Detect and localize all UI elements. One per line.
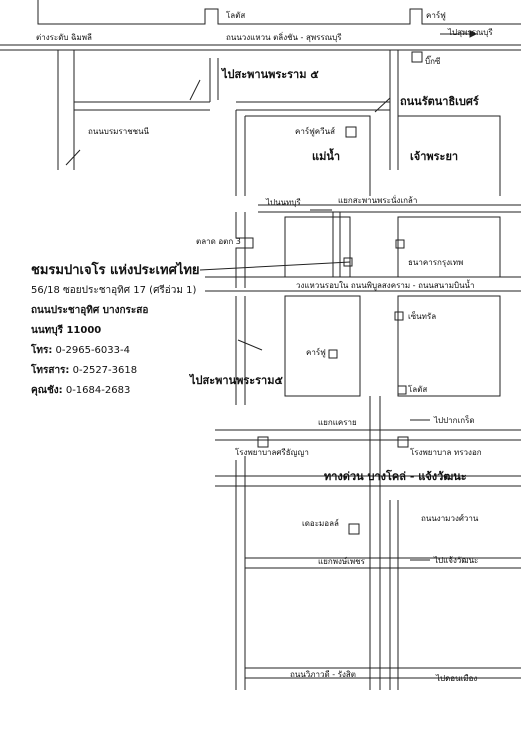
landmark-box bbox=[328, 349, 338, 359]
landmark-box bbox=[397, 436, 409, 448]
label-ratchathibet: ถนนรัตนาธิเบศร์ bbox=[400, 95, 479, 108]
label-phong-phet: แยกพงษ์เพชร bbox=[318, 557, 365, 566]
arrow bbox=[237, 339, 263, 351]
label-to-rama5-top: ไปสะพานพระราม ๕ bbox=[222, 68, 319, 81]
label-maenam: แม่น้ำ bbox=[312, 150, 341, 163]
label-phra-nang-klao: แยกสะพานพระนั่งเกล้า bbox=[338, 196, 418, 205]
contact-label: คุณชัง: bbox=[31, 385, 63, 396]
label-chaophraya: เจ้าพระยา bbox=[410, 150, 459, 163]
label-lotus-mid: โลตัส bbox=[408, 385, 428, 394]
landmark-box bbox=[394, 311, 404, 321]
landmark-box bbox=[348, 523, 360, 535]
landmark-box bbox=[345, 126, 357, 138]
block-rect bbox=[397, 216, 501, 278]
club-info: ชมรมปาเจโร แห่งประเทศไทย 56/18 ซอยประชาอ… bbox=[31, 261, 200, 401]
label-to-pak-kret: ไปปากเกร็ด bbox=[434, 416, 475, 425]
address-line-3: นนทบุรี 11000 bbox=[31, 325, 102, 336]
label-central: เซ็นทรัล bbox=[408, 312, 437, 321]
label-expressway: ทางด่วน บางโคล่ - แจ้งวัฒนะ bbox=[324, 470, 467, 483]
arrowhead bbox=[469, 30, 478, 38]
label-ngam-wong-wan: ถนนงามวงศ์วาน bbox=[421, 514, 479, 523]
label-carrefour-queen: คาร์ฟูควีนส์ bbox=[295, 127, 335, 136]
arrow bbox=[65, 149, 81, 166]
fax-value: 0-2527-3618 bbox=[72, 365, 138, 376]
arrow bbox=[374, 97, 391, 113]
label-to-don-mueang: ไปดอนเมือง bbox=[436, 674, 478, 683]
landmark-box bbox=[395, 239, 405, 249]
label-vibhavadi: ถนนวิภาวดี - รังสิต bbox=[290, 670, 356, 679]
address-line-1: 56/18 ซอยประชาอุทิศ 17 (ศรีอ่วม 1) bbox=[31, 285, 197, 296]
label-carrefour-mid: คาร์ฟู bbox=[306, 348, 326, 357]
label-khae-rai: แยกแคราย bbox=[318, 418, 357, 427]
road-line bbox=[398, 115, 501, 196]
label-chest-hospital: โรงพยาบาล ทรวงอก bbox=[410, 448, 482, 457]
block-rect bbox=[284, 295, 361, 397]
label-to-chaeng-watthana: ไปแจ้งวัฒนะ bbox=[434, 556, 479, 565]
label-to-suphanburi: ไปสุพรรณบุรี bbox=[448, 28, 493, 37]
road-line bbox=[37, 0, 521, 25]
address-line-2: ถนนประชาอุทิศ บางกระสอ bbox=[31, 305, 149, 316]
block-rect bbox=[397, 295, 501, 397]
label-sri-thanya: โรงพยาบาลศรีธัญญา bbox=[235, 448, 309, 457]
tel-value: 0-2965-6033-4 bbox=[55, 345, 130, 356]
arrow bbox=[189, 79, 201, 101]
landmark-box bbox=[397, 385, 407, 395]
label-carrefour-top: คาร์ฟู bbox=[426, 11, 446, 20]
label-borommaratchachonnani: ถนนบรมราชชนนี bbox=[88, 127, 150, 136]
label-to-rama5: ไปสะพานพระราม๕ bbox=[190, 374, 283, 387]
label-to-nonthaburi: ไปนนทบุรี bbox=[266, 198, 301, 207]
label-chimpli: ต่างระดับ ฉิมพลี bbox=[36, 33, 92, 42]
road-line bbox=[235, 212, 254, 288]
tel-label: โทร: bbox=[31, 345, 53, 356]
label-lotus-top: โลตัส bbox=[226, 11, 246, 20]
arrow bbox=[199, 261, 351, 271]
label-big-c: บิ๊กซี bbox=[425, 57, 441, 66]
contact-value: 0-1684-2683 bbox=[65, 385, 131, 396]
label-market: ตลาด อตก 3 bbox=[196, 237, 241, 246]
road-line bbox=[245, 115, 371, 196]
landmark-box bbox=[411, 51, 423, 63]
club-title: ชมรมปาเจโร แห่งประเทศไทย bbox=[31, 263, 200, 278]
landmark-box bbox=[257, 436, 269, 448]
label-ring-road: ถนนวงแหวน ตลิ่งชัน - สุพรรณบุรี bbox=[226, 33, 342, 42]
label-the-mall: เดอะมอลล์ bbox=[302, 519, 339, 528]
label-bangkok-bank: ธนาคารกรุงเทพ bbox=[408, 258, 464, 267]
label-wongwian: วงแหวนรอบใน ถนนพิบูลสงคราม - ถนนสนามบินน… bbox=[296, 281, 475, 290]
fax-label: โทรสาร: bbox=[31, 365, 70, 376]
